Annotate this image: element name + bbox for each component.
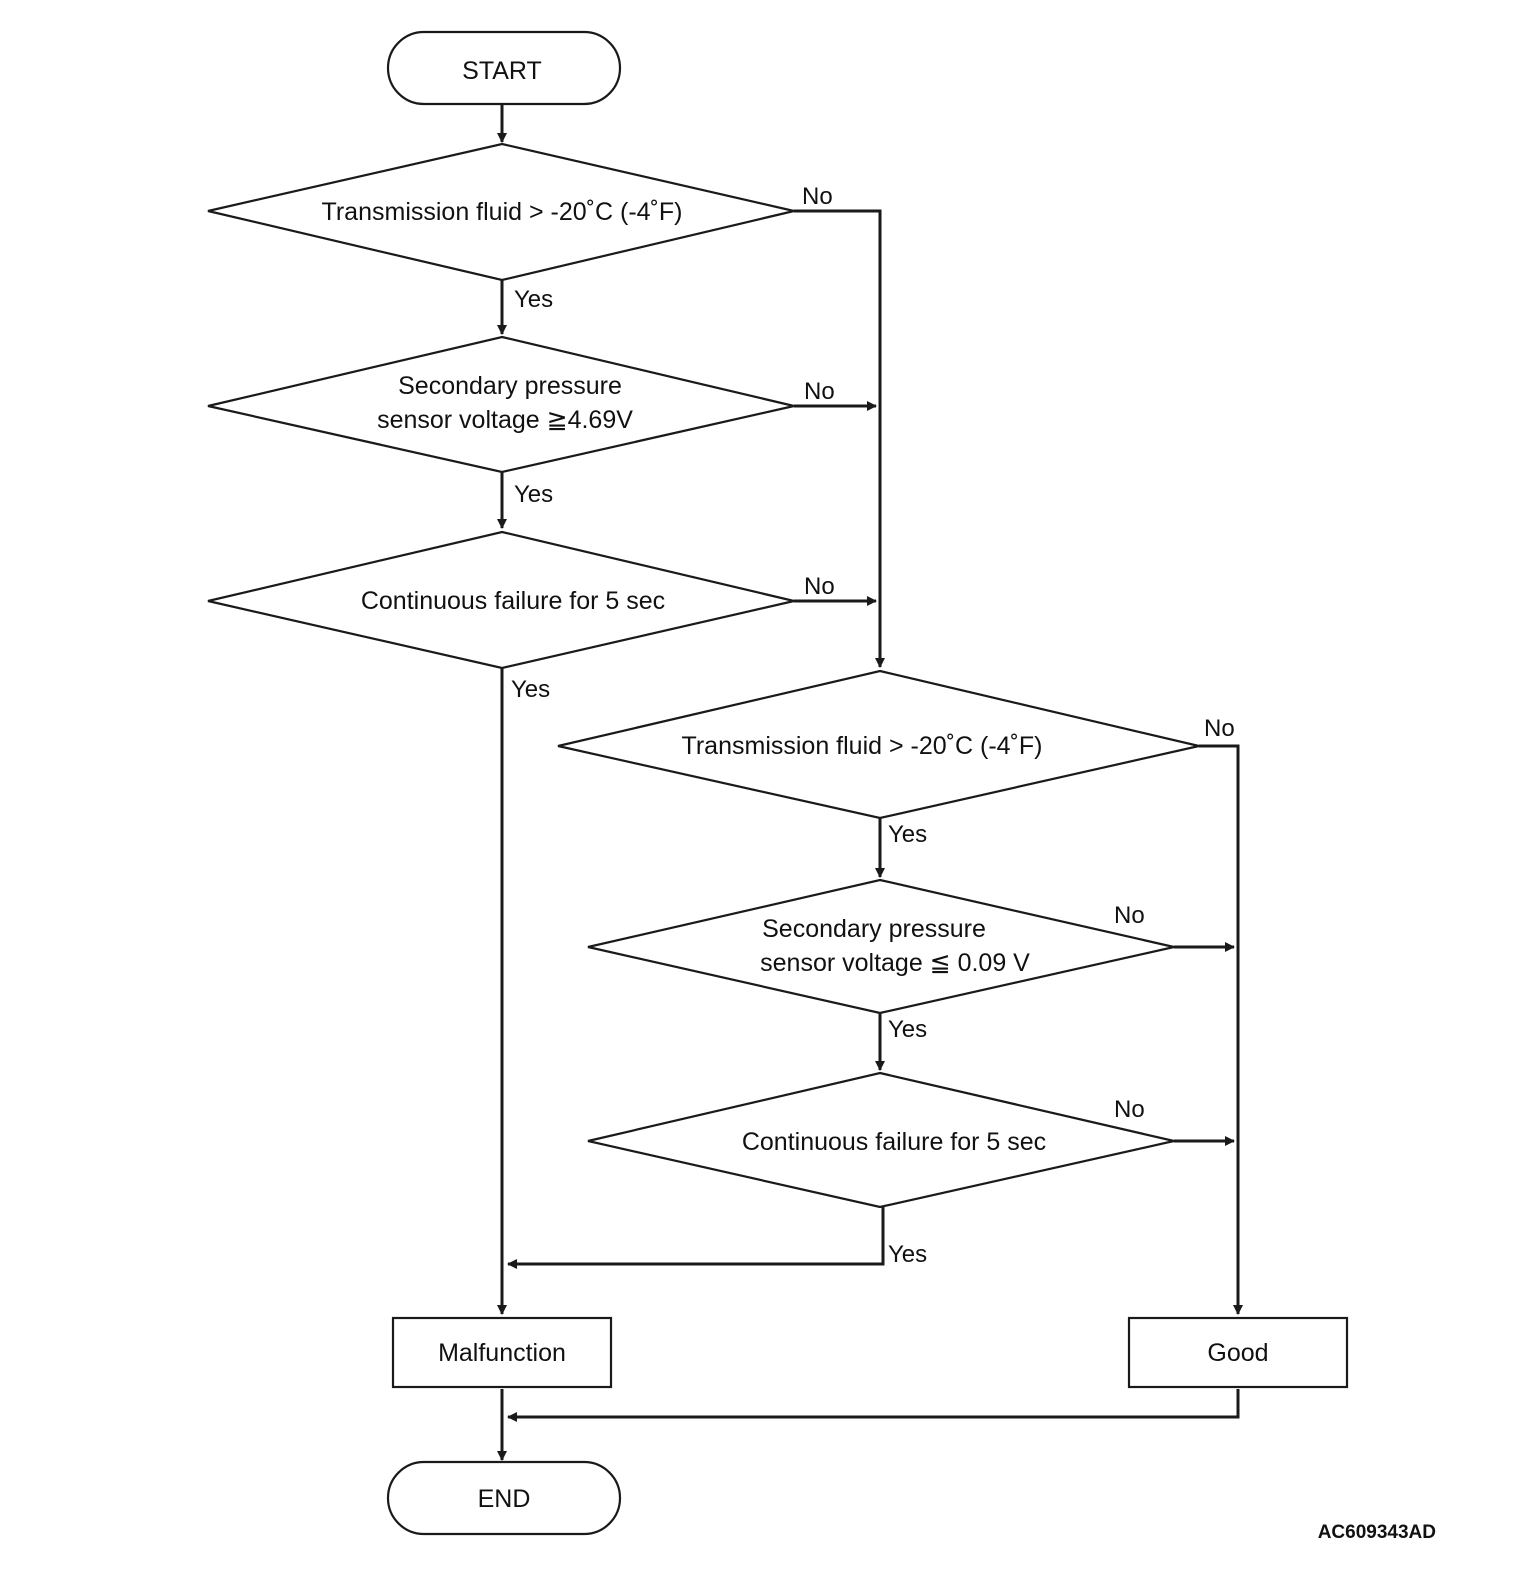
label-no-d3: No [804,573,835,600]
label-yes-d2: Yes [514,481,553,508]
decision-failure-5sec-1: Continuous failure for 5 sec [207,530,795,670]
good-label: Good [1207,1339,1268,1367]
label-no-d5: No [1114,902,1145,929]
decision-failure-5sec-2-label: Continuous failure for 5 sec [742,1128,1046,1156]
label-no-d1: No [802,183,833,210]
result-good: Good [1127,1316,1349,1389]
decision-fluid-temp-1: Transmission fluid > -20˚C (-4˚F) [207,142,795,282]
decision-voltage-high-line2: sensor voltage ≧4.69V [377,406,633,434]
edge-good-merge [507,1389,1240,1422]
decision-voltage-high-line1: Secondary pressure [398,372,622,400]
figure-id: AC609343AD [1318,1522,1436,1543]
decision-voltage-low: Secondary pressure sensor voltage ≦ 0.09… [587,878,1175,1015]
connectors [497,104,1243,1461]
decision-voltage-low-line1: Secondary pressure [762,915,986,943]
label-no-d2: No [804,378,835,405]
edge-d6-yes [507,1207,885,1269]
decision-voltage-high: Secondary pressure sensor voltage ≧4.69V [207,335,795,474]
start-terminal: START [386,30,622,106]
edge-d1-no [794,209,885,668]
end-terminal: END [386,1460,622,1536]
label-no-d6: No [1114,1096,1145,1123]
start-label: START [462,57,542,85]
decision-voltage-low-line2: sensor voltage ≦ 0.09 V [760,949,1030,977]
edge-d4-no [1199,744,1243,1315]
malfunction-label: Malfunction [438,1339,566,1367]
result-malfunction: Malfunction [391,1316,613,1389]
label-no-d4: No [1204,715,1235,742]
branch-labels: No Yes No Yes No Yes No Yes No Yes No Ye… [511,183,1235,1268]
decision-fluid-temp-2: Transmission fluid > -20˚C (-4˚F) [557,669,1200,820]
end-label: END [478,1485,531,1513]
decision-failure-5sec-2: Continuous failure for 5 sec [587,1071,1175,1209]
decision-fluid-temp-1-label: Transmission fluid > -20˚C (-4˚F) [322,198,683,226]
label-yes-d5: Yes [888,1016,927,1043]
label-yes-d6: Yes [888,1241,927,1268]
decision-failure-5sec-1-label: Continuous failure for 5 sec [361,587,665,615]
label-yes-d1: Yes [514,286,553,313]
label-yes-d3: Yes [511,676,550,703]
decision-fluid-temp-2-label: Transmission fluid > -20˚C (-4˚F) [682,732,1043,760]
label-yes-d4: Yes [888,821,927,848]
